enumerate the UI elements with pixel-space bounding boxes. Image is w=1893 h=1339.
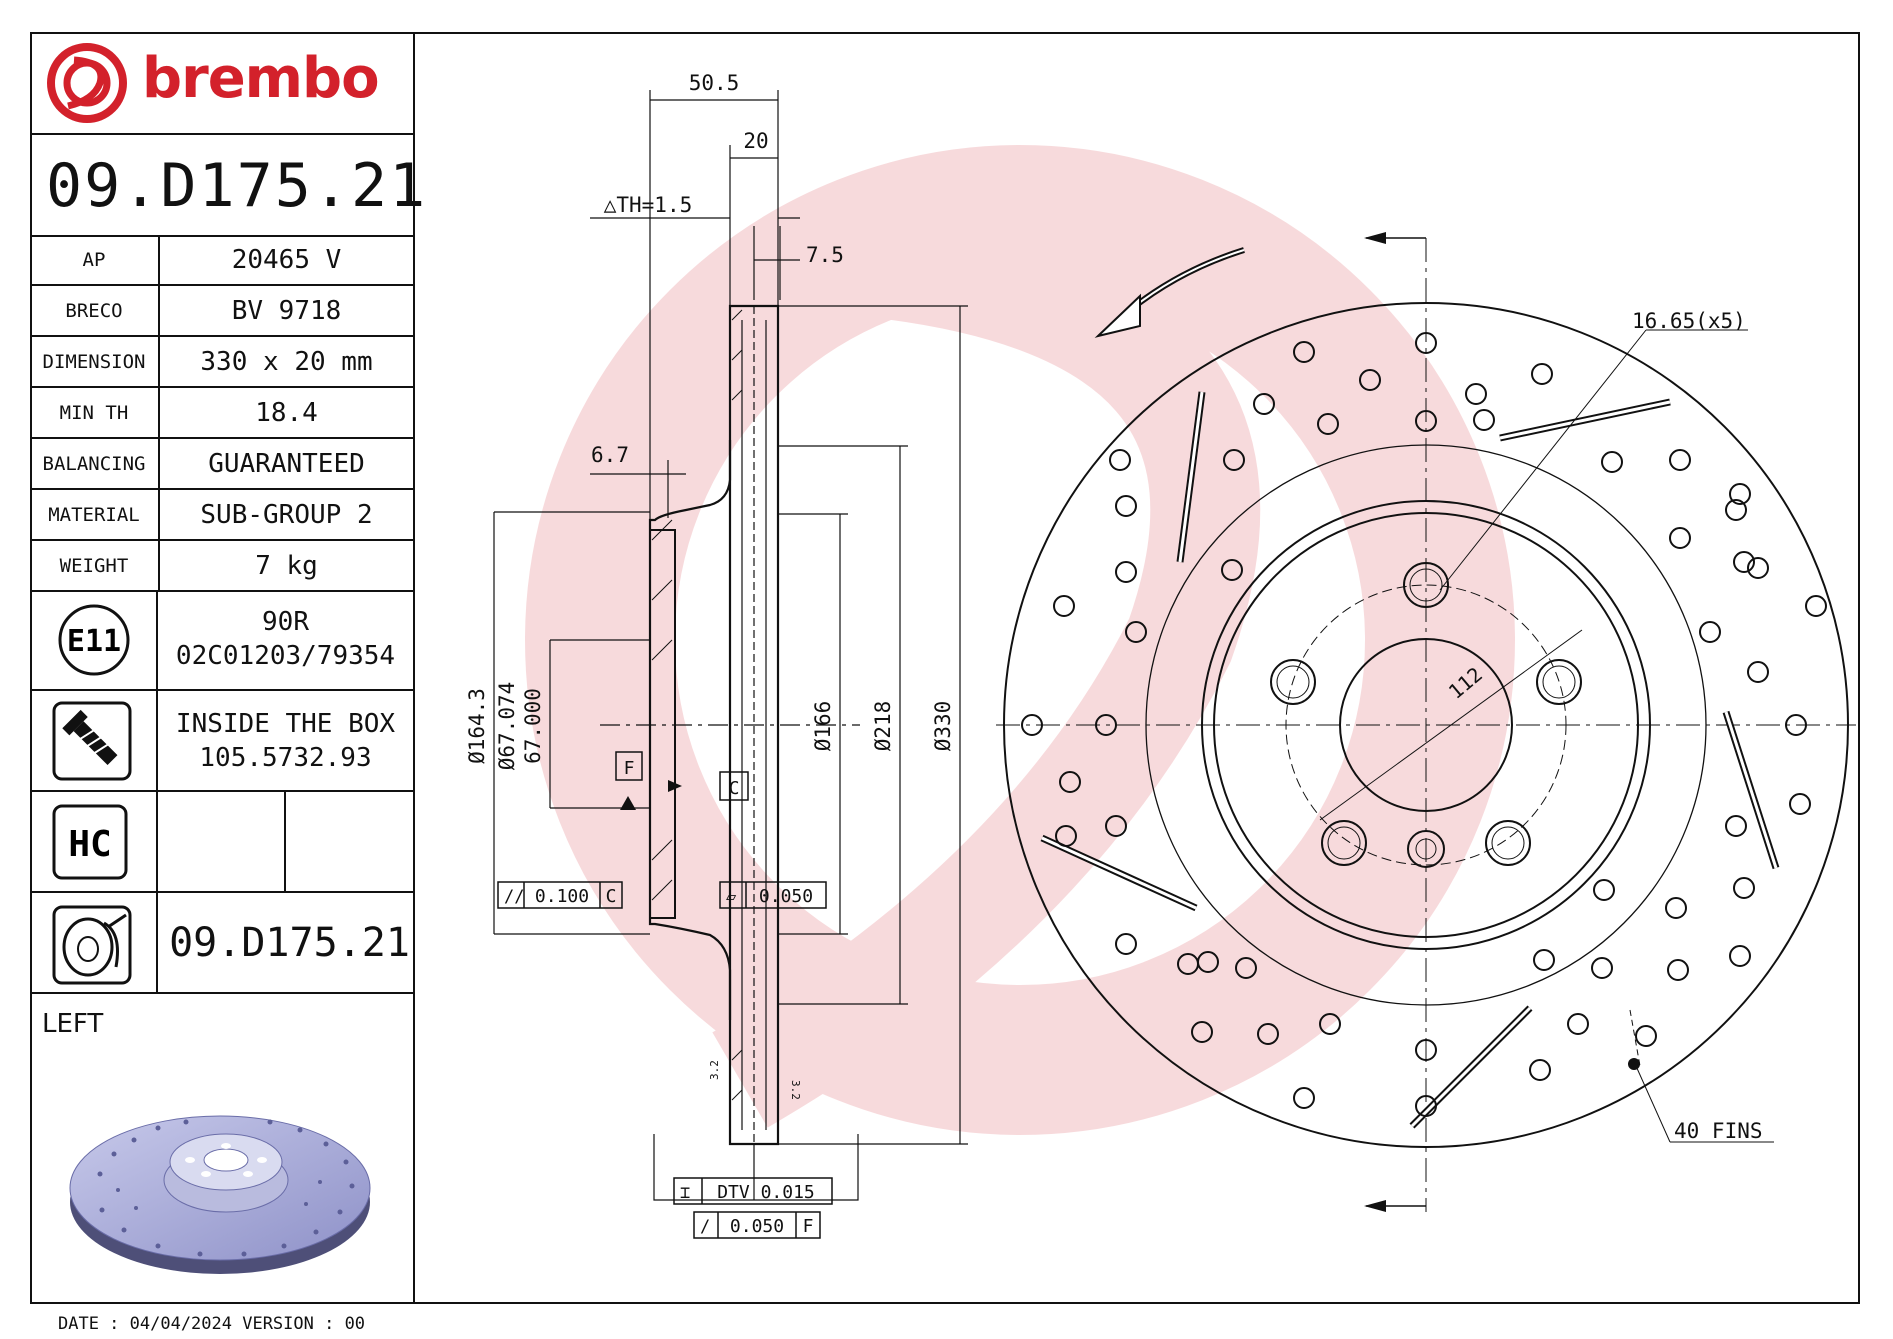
dia-218: Ø218 — [871, 701, 895, 752]
hc-icon-cell: HC — [30, 792, 158, 891]
spec-key: BALANCING — [30, 438, 160, 490]
flatness-value: 0.050 — [759, 886, 813, 907]
spec-key: MIN TH — [30, 387, 160, 439]
spec-value: 18.4 — [159, 387, 413, 439]
spec-row: DIMENSION 330 x 20 mm — [30, 336, 413, 388]
datum-c-label: C — [729, 778, 740, 799]
approval-row: E11 90R 02C01203/79354 — [30, 591, 413, 691]
disc-rendering — [69, 1115, 371, 1274]
roughness-right: 3.2 — [789, 1080, 802, 1100]
spec-value: BV 9718 — [159, 285, 413, 337]
spec-value: 20465 V — [159, 235, 413, 286]
runout-ref: F — [803, 1216, 814, 1237]
thickness-symbol-icon: ⌶ — [680, 1183, 690, 1203]
disc-icon-cell — [30, 893, 158, 992]
fins-label: 40 FINS — [1674, 1119, 1763, 1143]
approval-mark: E11 — [67, 624, 121, 659]
part-number-repeat: 09.D175.21 — [169, 920, 410, 966]
dim-7-5: 7.5 — [806, 243, 844, 267]
part-repeat-row: 09.D175.21 — [30, 893, 413, 994]
roughness-left: 3.2 — [708, 1060, 721, 1080]
hc-badge-text: HC — [68, 824, 111, 865]
spec-key: DIMENSION — [30, 336, 160, 388]
spec-row: AP 20465 V — [30, 235, 413, 286]
title-block: brembo 09.D175.21 AP 20465 V BRECO BV 97… — [30, 32, 425, 1304]
inside-box-part: 105.5732.93 — [199, 743, 372, 773]
inside-box-label: INSIDE THE BOX — [175, 709, 396, 739]
hc-divider — [284, 792, 286, 891]
runout-symbol-icon: / — [700, 1217, 710, 1237]
dia-164-3: Ø164.3 — [465, 688, 489, 764]
datum-f-label: F — [624, 758, 635, 779]
spec-row: MATERIAL SUB-GROUP 2 — [30, 489, 413, 541]
spec-key: BRECO — [30, 285, 160, 337]
spec-value: GUARANTEED — [159, 438, 413, 490]
dim-th: △TH=1.5 — [604, 193, 693, 217]
part-number: 09.D175.21 — [46, 151, 428, 221]
brembo-logo-icon — [47, 43, 127, 123]
dia-166: Ø166 — [811, 701, 835, 752]
dia-330: Ø330 — [931, 701, 955, 752]
brand-row: brembo — [30, 32, 413, 135]
flatness-frame — [719, 881, 827, 909]
bolt-hole-label: 16.65(x5) — [1632, 309, 1746, 333]
runout-value: 0.050 — [730, 1216, 784, 1237]
spec-value: SUB-GROUP 2 — [159, 489, 413, 541]
dim-6-7: 6.7 — [591, 443, 629, 467]
approval-line-1: 90R — [262, 607, 309, 637]
screw-icon — [52, 701, 132, 781]
parallel-ref: C — [606, 886, 617, 907]
dia-67-074: Ø67.074 — [495, 682, 519, 771]
dim-total-width: 50.5 — [689, 71, 740, 95]
e11-approval-icon: E11 — [58, 604, 130, 676]
dim-thickness: 20 — [743, 129, 768, 153]
spec-key: MATERIAL — [30, 489, 160, 541]
flatness-symbol-icon: ▱ — [726, 887, 737, 907]
runout-frame — [693, 1211, 821, 1239]
screw-icon-cell — [30, 691, 158, 790]
datum-f-box — [615, 751, 643, 781]
dtv-frame — [673, 1177, 833, 1205]
datum-c-box — [719, 771, 749, 801]
side-label: LEFT — [42, 1009, 104, 1039]
drill-hole-pattern — [1021, 332, 1827, 1117]
pcd-label: 112 — [1444, 662, 1487, 704]
spec-row: BALANCING GUARANTEED — [30, 438, 413, 490]
hc-row: HC — [30, 792, 413, 893]
approval-icon-cell: E11 — [30, 591, 158, 689]
dia-67-000: 67.000 — [521, 688, 545, 764]
brake-disc-icon — [52, 905, 132, 985]
parallel-value: 0.100 — [535, 886, 589, 907]
spec-value: 330 x 20 mm — [159, 336, 413, 388]
dtv-label: DTV 0.015 — [717, 1182, 815, 1203]
spec-table: AP 20465 V BRECO BV 9718 DIMENSION 330 x… — [30, 235, 413, 592]
spec-row: MIN TH 18.4 — [30, 387, 413, 439]
spec-key: WEIGHT — [30, 540, 160, 592]
brand-name: brembo — [142, 46, 380, 111]
spec-value: 7 kg — [159, 540, 413, 592]
drawing-frame — [30, 32, 1860, 1304]
inside-box-row: INSIDE THE BOX 105.5732.93 — [30, 691, 413, 792]
spec-row: BRECO BV 9718 — [30, 285, 413, 337]
approval-line-2: 02C01203/79354 — [175, 641, 396, 671]
parallel-symbol-icon: // — [504, 887, 524, 907]
footer-date: DATE : 04/04/2024 VERSION : 00 — [58, 1314, 366, 1334]
parallelism-frame — [497, 881, 623, 909]
spec-row: WEIGHT 7 kg — [30, 540, 413, 592]
spec-key: AP — [30, 235, 160, 286]
hc-badge-icon: HC — [52, 804, 128, 880]
